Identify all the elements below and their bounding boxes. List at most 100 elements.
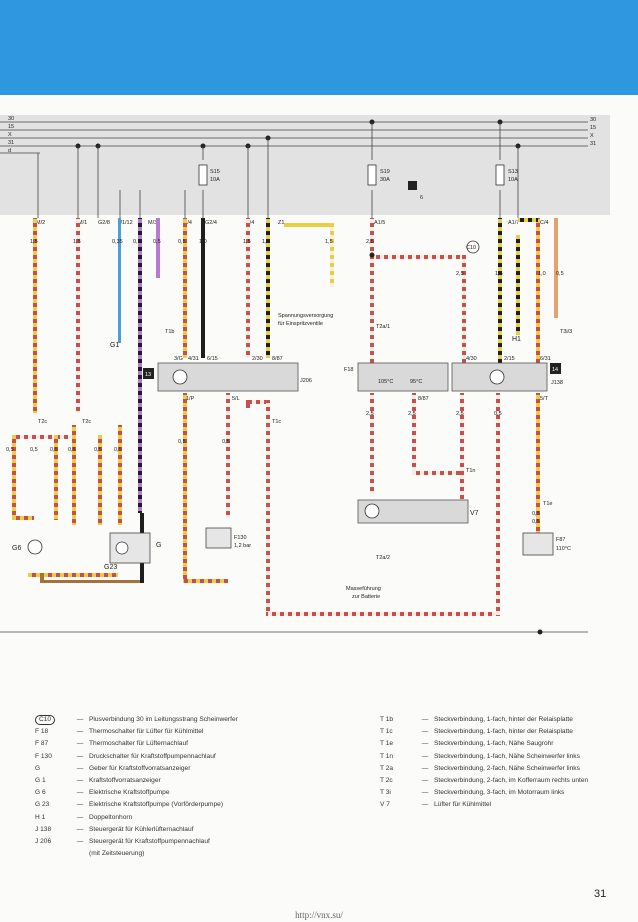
t1n-label: T1n — [466, 468, 475, 474]
f18-temp: 105°C — [378, 379, 393, 385]
fuse-s13: S13 10A — [495, 164, 518, 186]
wire-size-label: 2,5 — [366, 411, 374, 417]
wire-size-label: 0,5 — [6, 447, 14, 453]
j206-label: J206 — [300, 378, 312, 384]
g23-label: G23 — [104, 564, 117, 571]
legend-row: J 206—Steuergerät für Kraftstoffpumpenna… — [35, 838, 210, 846]
box14 — [550, 363, 561, 374]
svg-text:1,5: 1,5 — [243, 239, 251, 245]
svg-text:1,5: 1,5 — [30, 239, 38, 245]
svg-text:G2/8: G2/8 — [98, 220, 110, 226]
fuse-s15: S15 10A — [198, 164, 220, 186]
panel-wires — [37, 122, 519, 218]
masse-line2: zur Batterie — [352, 594, 380, 600]
c10-junction — [466, 240, 480, 254]
svg-text:0,5: 0,5 — [153, 239, 161, 245]
svg-text:A1/5: A1/5 — [374, 220, 385, 226]
pump-g23-icon — [115, 541, 129, 555]
ground-dot — [537, 629, 543, 635]
j138-label: J138 — [551, 380, 563, 386]
rail-label-x-right: X — [590, 133, 594, 139]
t1c-label: T1c — [272, 419, 281, 425]
thermoswitch-f87 — [522, 532, 554, 556]
j138-coil-icon — [489, 369, 505, 385]
t2c-label-2: T2c — [82, 419, 91, 425]
rail-label-30: 30 — [8, 116, 14, 122]
wire-size-label: 0,5 — [30, 447, 38, 453]
svg-text:10A: 10A — [210, 177, 220, 183]
svg-text:0,35: 0,35 — [112, 239, 123, 245]
rail-label-x: X — [8, 132, 12, 138]
junction-dot — [369, 252, 375, 258]
f18-temp2: 95°C — [410, 379, 422, 385]
j206-pin-label: 1/P — [186, 396, 195, 402]
legend-row: G 6—Elektrische Kraftstoffpumpe — [35, 789, 170, 797]
legend-row: V 7—Lüfter für Kühlmittel — [380, 801, 492, 809]
svg-text:F/4: F/4 — [184, 220, 192, 226]
j138-pin-label: 5/T — [540, 396, 549, 402]
g6-label: G6 — [12, 545, 21, 552]
legend-row: T 1n—Steckverbindung, 1-fach, Nähe Schei… — [380, 752, 580, 760]
legend-row: F 18—Thermoschalter für Lüfter für Kühlm… — [35, 728, 204, 736]
g1-label: G1 — [110, 342, 119, 349]
footer-url[interactable]: http://vnx.su/ — [295, 910, 343, 920]
wire-size-label: 2,5 — [456, 411, 464, 417]
relay-marker-box — [408, 181, 417, 190]
svg-text:30A: 30A — [380, 177, 390, 183]
svg-text:Z1: Z1 — [278, 220, 284, 226]
wire-size-label: 2,5 — [408, 411, 416, 417]
svg-text:2,5: 2,5 — [366, 239, 374, 245]
fan-v7-box — [357, 499, 469, 524]
box14-label: 14 — [552, 367, 558, 373]
wire-size-label: 0,5 — [114, 447, 122, 453]
svg-text:10A: 10A — [508, 177, 518, 183]
legend-right: T 1b—Steckverbindung, 1-fach, hinter der… — [380, 714, 588, 812]
spannung-line2: für Einspritzventile — [278, 321, 323, 327]
svg-text:M/2: M/2 — [36, 220, 45, 226]
wire-harness — [12, 218, 558, 616]
legend-row: T 3i—Steckverbindung, 3-fach, im Motorra… — [380, 789, 565, 797]
rail-label-15-right: 15 — [590, 125, 596, 131]
svg-text:0,5: 0,5 — [133, 239, 141, 245]
svg-text:M/1: M/1 — [78, 220, 87, 226]
legend-row: (mit Zeitsteuerung) — [89, 850, 145, 858]
t2a2-label: T2a/2 — [376, 555, 390, 561]
j206-pin-label: 6/15 — [207, 356, 218, 362]
header-band — [0, 0, 638, 95]
rail-label-30-right: 30 — [590, 117, 596, 123]
rail-label-31: 31 — [8, 140, 14, 146]
fan-v7-icon — [364, 503, 380, 519]
svg-text:G2/4: G2/4 — [205, 220, 217, 226]
j206-coil-icon — [172, 369, 188, 385]
wire-size-label: 0,5 — [178, 439, 186, 445]
wire-size-label: 0,5 — [532, 511, 540, 517]
relay-panel — [0, 115, 610, 215]
f130-pressure: 1,2 bar — [234, 543, 251, 549]
svg-text:M/3: M/3 — [148, 220, 157, 226]
svg-text:1,5: 1,5 — [325, 239, 333, 245]
legend-row: J 138—Steuergerät für Kühlerlüfternachla… — [35, 825, 194, 833]
svg-text:S19: S19 — [380, 169, 390, 175]
t1e-label: T1e — [543, 501, 552, 507]
svg-text:1,0: 1,0 — [538, 271, 546, 277]
legend-row: G 1—Kraftstoffvorratsanzeiger — [35, 777, 161, 785]
legend-row: G—Geber für Kraftstoffvorratsanzeiger — [35, 764, 191, 772]
svg-text:0,5: 0,5 — [556, 271, 564, 277]
wire-size-label: 0,5 — [494, 411, 502, 417]
legend-row: G 23—Elektrische Kraftstoffpumpe (Vorför… — [35, 801, 224, 809]
legend-row: F 87—Thermoschalter für Lüfternachlauf — [35, 740, 188, 748]
legend-row: C10—Plusverbindung 30 im Leitungsstrang … — [35, 714, 238, 726]
t3i-label: T3i/3 — [560, 329, 572, 335]
legend-row: T 2a—Steckverbindung, 2-fach, Nähe Schei… — [380, 764, 580, 772]
legend-row: T 1e—Steckverbindung, 1-fach, Nähe Saugr… — [380, 740, 554, 748]
connector-labels: M/2 M/1 G2/8 U1/12 M/3 F/4 G2/4 Y/4 Z1 A… — [36, 220, 549, 226]
legend-row: H 1—Doppeltonhorn — [35, 813, 133, 821]
svg-text:S13: S13 — [508, 169, 518, 175]
wire-size-label: 0,5 — [68, 447, 76, 453]
rail-label-31-right: 31 — [590, 141, 596, 147]
wire-size-label: 0,5 — [532, 519, 540, 525]
j206-pin-label: 2/30 — [252, 356, 263, 362]
f18-label: F18 — [344, 367, 353, 373]
j138-pin-label: 6/31 — [540, 356, 551, 362]
g-label: G — [156, 542, 161, 549]
